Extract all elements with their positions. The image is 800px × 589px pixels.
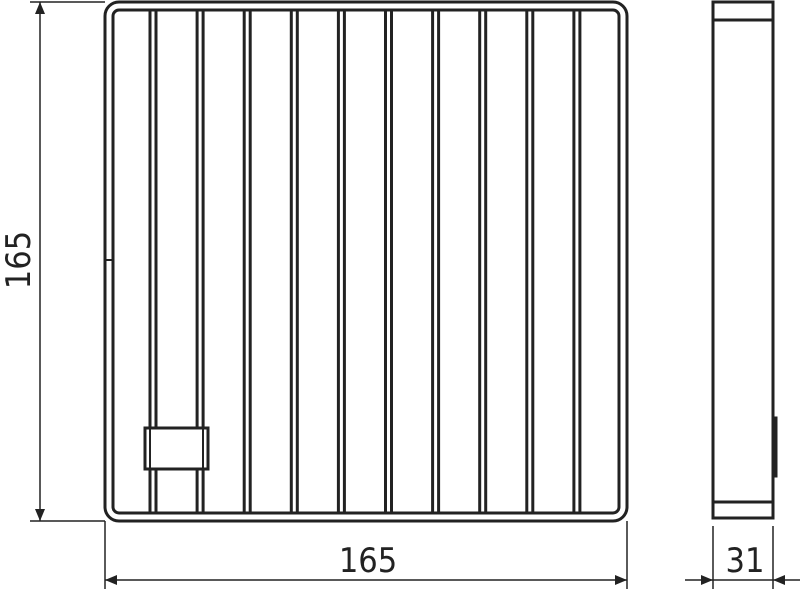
- grille-bars: [148, 10, 582, 513]
- inner-frame: [111, 8, 621, 515]
- width-dimension-label: 165: [339, 541, 397, 581]
- side-view: [711, 0, 778, 520]
- height-dimension-label: 165: [0, 231, 39, 289]
- clip: [143, 426, 210, 471]
- outer-frame: [103, 0, 629, 523]
- side-knob: [771, 416, 778, 478]
- dimension-lines: [30, 1, 800, 589]
- front-view: [103, 0, 629, 523]
- depth-dimension-label: 31: [726, 541, 765, 581]
